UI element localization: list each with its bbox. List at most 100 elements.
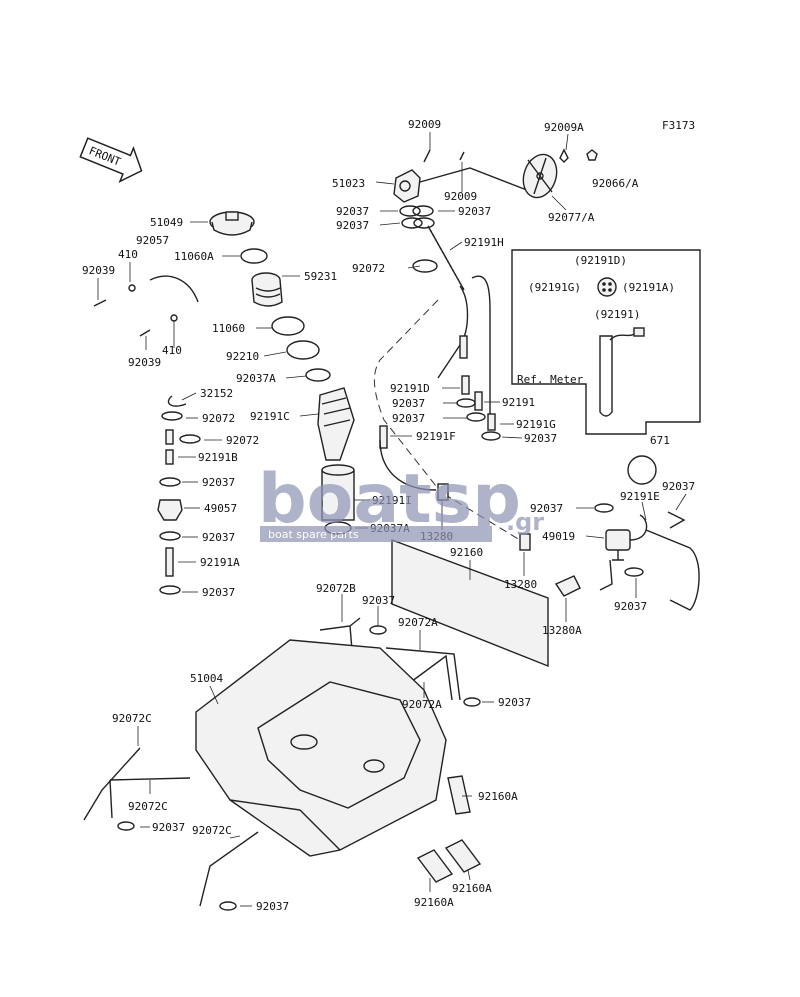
watermark-tagline: boat spare parts [268, 528, 359, 541]
label-92160a: 92160A [414, 896, 454, 909]
small-parts-column [157, 395, 201, 595]
strap-92072c-c [199, 831, 259, 907]
label-92191b: 92191B [198, 451, 238, 464]
label-92072a: 92072A [402, 698, 442, 711]
strap-92057 [149, 275, 199, 303]
label-92037: 92037 [202, 531, 235, 544]
hose-route-dashed-2 [443, 493, 521, 541]
label-92037: 92037 [392, 412, 425, 425]
hose-92191i [321, 464, 355, 521]
knob-plate [522, 148, 598, 199]
label-92191: 92191 [502, 396, 535, 409]
fuel-filter-49019 [605, 529, 631, 561]
clamp-92037a [305, 368, 331, 382]
watermark-suffix: .gr [506, 508, 544, 536]
label-92037a: 92037A [236, 372, 276, 385]
filler-hose-92191c [317, 387, 355, 461]
label-92160a: 92160A [478, 790, 518, 803]
corrugated-hose [412, 225, 465, 291]
pad-92160a-b [416, 849, 454, 883]
hose-h [437, 285, 469, 379]
hose-joint-191 [474, 391, 483, 411]
label-92072c: 92072C [192, 824, 232, 837]
label-92037: 92037 [458, 205, 491, 218]
figure-code: F3173 [662, 119, 695, 132]
label-92037: 92037 [202, 586, 235, 599]
label-92210: 92210 [226, 350, 259, 363]
label-92077a: 92077/A [548, 211, 595, 224]
label-92037: 92037 [336, 205, 369, 218]
label-410: 410 [162, 344, 182, 357]
hose-joint-f [379, 425, 388, 449]
label-92072c: 92072C [112, 712, 152, 725]
label-92037: 92037 [614, 600, 647, 613]
pad-92160a-c [444, 839, 482, 873]
label-49057: 49057 [204, 502, 237, 515]
label-92072b: 92072B [316, 582, 356, 595]
label-13280: 13280 [504, 578, 537, 591]
label-92072: 92072 [226, 434, 259, 447]
label-92072c: 92072C [128, 800, 168, 813]
label-92072a: 92072A [398, 616, 438, 629]
hose-joint-d [459, 335, 468, 359]
label-59231: 59231 [304, 270, 337, 283]
label-92037: 92037 [202, 476, 235, 489]
label-671: 671 [650, 434, 670, 447]
filler-cap [209, 211, 255, 236]
hose-right [471, 275, 491, 420]
clip-13280-a [437, 483, 449, 501]
hose-route-dashed [373, 299, 439, 487]
label-92191-box: (92191) [594, 308, 640, 321]
watermark-band [260, 526, 492, 542]
label-92039: 92039 [128, 356, 161, 369]
label-92072: 92072 [202, 412, 235, 425]
label-92160a: 92160A [452, 882, 492, 895]
hose-joint-d2 [461, 375, 470, 395]
strap-92072a [385, 647, 461, 701]
label-92037: 92037 [336, 219, 369, 232]
label-92009: 92009 [408, 118, 441, 131]
label-92191i: 92191I [372, 494, 412, 507]
pad-92160a-a [447, 775, 471, 815]
label-92191f: 92191F [416, 430, 456, 443]
gasket-11060 [271, 316, 305, 336]
o-ring-671 [627, 455, 657, 485]
label-92037: 92037 [362, 594, 395, 607]
ref-meter-label: Ref. Meter [517, 373, 584, 386]
label-92037: 92037 [530, 502, 563, 515]
filler-neck-59231 [251, 272, 283, 307]
label-92066a: 92066/A [592, 177, 639, 190]
label-92037: 92037 [256, 900, 289, 913]
fuel-sender-unit [597, 277, 645, 417]
watermark-logo: boatsp .gr boat spare parts [258, 460, 544, 542]
strap-92072c-b [109, 777, 191, 781]
label-92037: 92037 [392, 397, 425, 410]
clip-13280-b [519, 533, 531, 551]
label-92191g: 92191G [516, 418, 556, 431]
label-11060: 11060 [212, 322, 245, 335]
label-92009a: 92009A [544, 121, 584, 134]
front-arrow-icon: FRONT [79, 137, 143, 183]
label-51049: 51049 [150, 216, 183, 229]
label-92037: 92037 [524, 432, 557, 445]
label-92037: 92037 [152, 821, 185, 834]
label-92160: 92160 [450, 546, 483, 559]
label-92191a-box: (92191A) [622, 281, 675, 294]
hose-f-route [379, 439, 437, 491]
label-92191h: 92191H [464, 236, 504, 249]
label-92191a: 92191A [200, 556, 240, 569]
hose-clamps-upper [399, 205, 435, 229]
label-13280a: 13280A [542, 624, 582, 637]
label-11060a: 11060A [174, 250, 214, 263]
leader-lines [97, 132, 687, 907]
label-92039: 92039 [82, 264, 115, 277]
label-92191e: 92191E [620, 490, 660, 503]
part-labels: 92009 92009A 51023 92009 92066/A 92037 9… [82, 118, 695, 913]
label-92072: 92072 [352, 262, 385, 275]
label-51023: 51023 [332, 177, 365, 190]
label-32152: 32152 [200, 387, 233, 400]
hose-joint-g [487, 413, 496, 431]
watermark-brand: boatsp [258, 460, 521, 539]
label-92191d: 92191D [390, 382, 430, 395]
